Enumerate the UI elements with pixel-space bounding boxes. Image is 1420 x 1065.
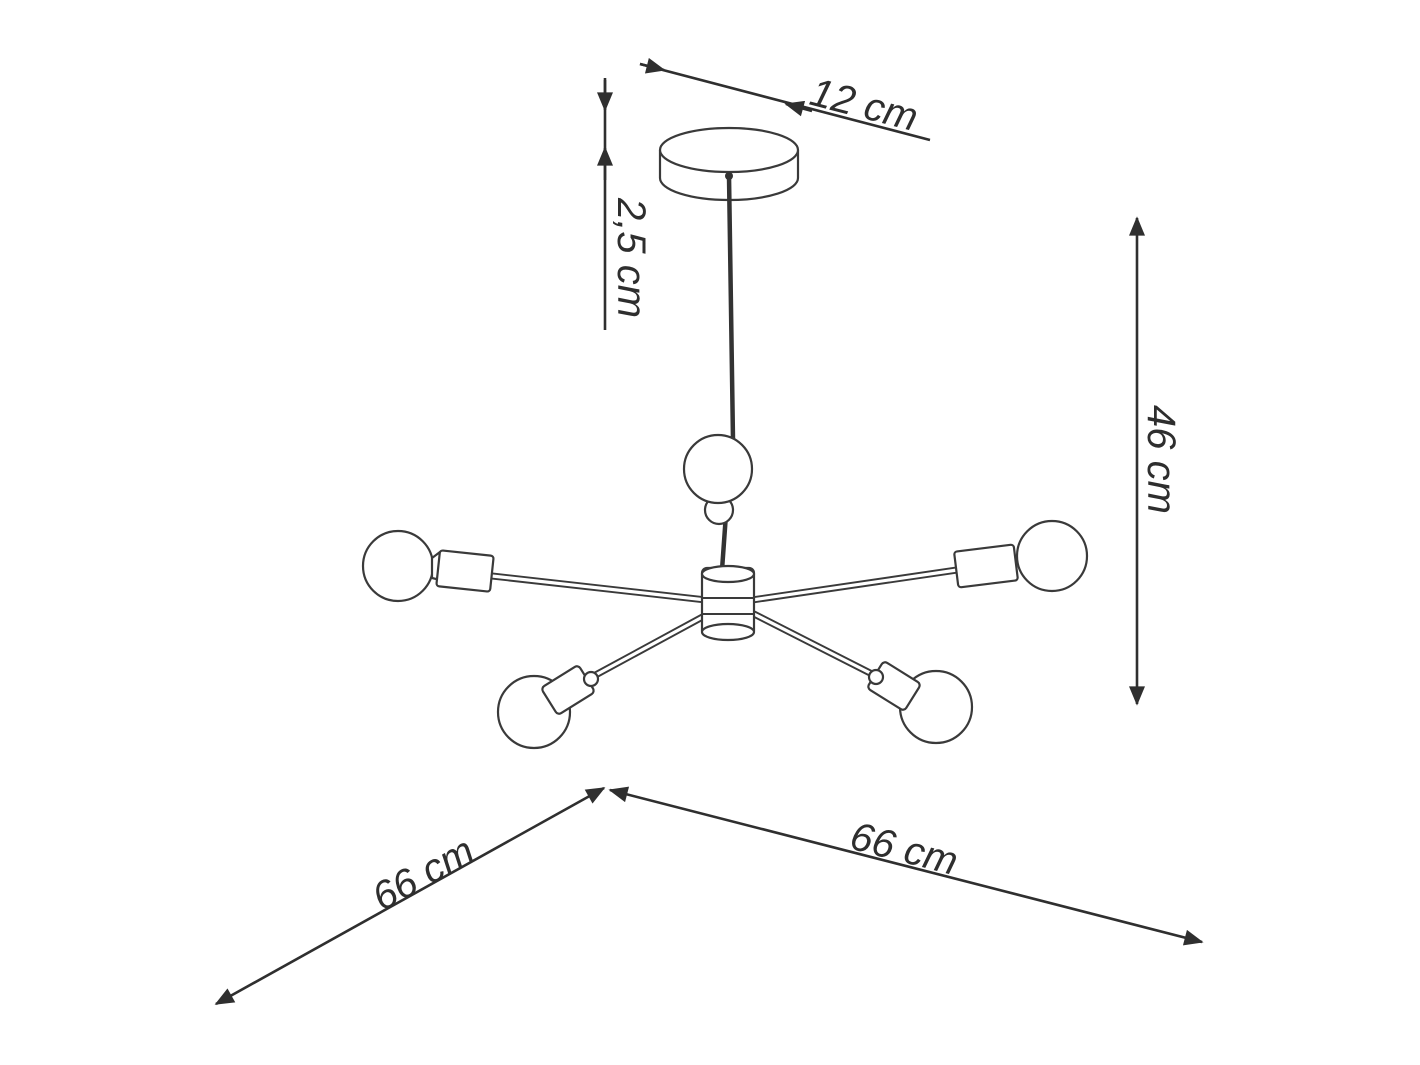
dimension-width: 66 cm	[608, 786, 1204, 946]
label-depth: 66 cm	[365, 829, 482, 920]
suspension-rod	[726, 173, 736, 443]
label-width: 66 cm	[846, 814, 962, 884]
bulb-front-right	[867, 661, 974, 745]
bulb-back	[682, 433, 754, 526]
bulb-left	[361, 529, 495, 603]
label-total-height: 46 cm	[1139, 405, 1183, 514]
arm-front-left	[586, 610, 712, 682]
bulb-front-left	[496, 665, 600, 750]
dimension-total-height: 46 cm	[1129, 216, 1183, 706]
arm-right	[748, 566, 961, 604]
label-canopy-height: 2,5 cm	[609, 197, 653, 318]
bulb-right	[953, 519, 1089, 593]
arm-left	[488, 572, 710, 604]
arm-front-right	[750, 610, 880, 680]
label-canopy-diameter: 12 cm	[806, 70, 922, 140]
dimension-canopy-diameter: 12 cm	[639, 57, 931, 142]
dimension-canopy-height: 2,5 cm	[597, 78, 653, 330]
central-hub	[700, 564, 756, 642]
dimension-depth: 66 cm	[214, 786, 606, 1006]
